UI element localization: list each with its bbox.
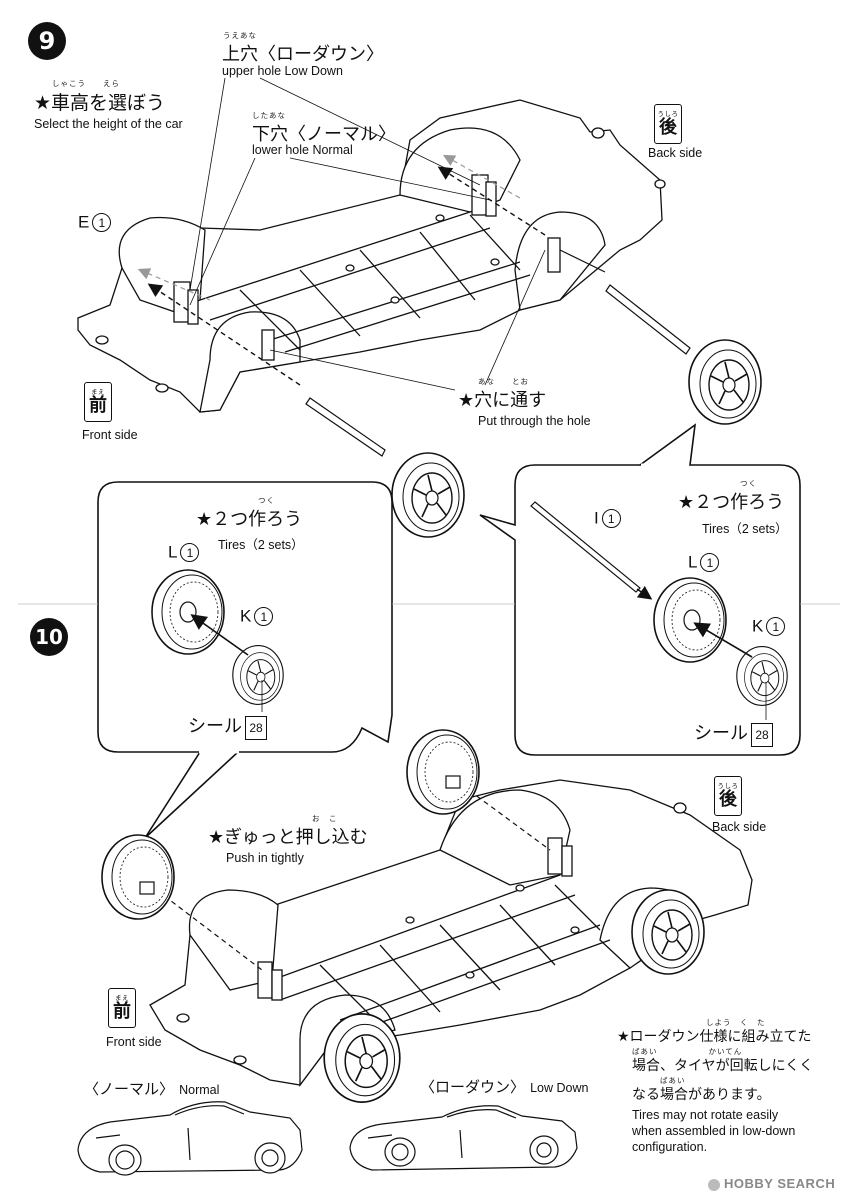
step9-title-en: Select the height of the car — [34, 117, 183, 131]
note-ruby1: しよう く た — [706, 1018, 766, 1027]
part-l-number: 1 — [180, 543, 200, 562]
part-l-number-r: 1 — [700, 553, 720, 572]
step10-rear-left-tire — [406, 729, 480, 815]
watermark-icon — [708, 1178, 720, 1191]
bubble-right-en: Tires（2 sets） — [702, 522, 788, 536]
front-ruby: まえ — [91, 388, 105, 396]
front-kanji: 前 — [89, 395, 107, 416]
step9-title-ruby: しゃこう えら — [52, 79, 120, 88]
seal-label: シール — [188, 716, 242, 737]
normal-en: Normal — [179, 1083, 220, 1097]
note-ruby3: ばあい — [660, 1076, 686, 1085]
step10-front-right-wheel — [323, 1013, 401, 1103]
lower-hole-ruby: したあな — [252, 111, 286, 120]
upper-hole-label: 上穴〈ローダウン〉 — [222, 44, 384, 65]
back-side-en: Back side — [648, 146, 703, 160]
note-en2: when assembled in low-down — [632, 1124, 796, 1138]
part-i-letter: I — [594, 508, 599, 528]
hole-en: Put through the hole — [478, 414, 591, 428]
step10-back-ruby: うしろ — [717, 782, 739, 790]
bubble-right-outline — [479, 464, 801, 756]
part-k-number: 1 — [254, 607, 274, 626]
part-l-letter-r: L — [688, 552, 698, 572]
part-e-letter: E — [78, 212, 90, 232]
bubble-left-outline — [97, 481, 393, 753]
back-side-box: うしろ 後 — [654, 104, 682, 144]
step10-rear-right-wheel — [631, 889, 705, 975]
seal-number: 28 — [245, 715, 267, 740]
part-k-number-r: 1 — [766, 617, 786, 636]
step9-rear-wheel — [688, 339, 762, 425]
back-kanji: 後 — [659, 117, 677, 138]
lower-hole-en: lower hole Normal — [252, 143, 353, 157]
note-en1: Tires may not rotate easily — [632, 1108, 779, 1122]
step10-number: 10 — [30, 618, 68, 656]
bubble-right-tail — [639, 423, 697, 466]
lower-hole-label: 下穴〈ノーマル〉 — [252, 124, 396, 145]
push-label: ★ぎゅっと押し込む — [208, 827, 368, 848]
front-side-box: まえ 前 — [84, 382, 112, 422]
push-en: Push in tightly — [226, 851, 304, 865]
seal-label-r: シール — [694, 723, 748, 744]
step10-back-en: Back side — [712, 820, 767, 834]
normal-label: 〈ノーマル〉 Normal — [84, 1078, 219, 1099]
note-jp3: なる場合があります。 — [632, 1087, 771, 1103]
part-k-letter-r: K — [752, 616, 764, 636]
upper-hole-en: upper hole Low Down — [222, 64, 343, 78]
step10-front-kanji: 前 — [113, 1001, 131, 1022]
step10-front-ruby: まえ — [115, 994, 129, 1002]
lowdown-en: Low Down — [530, 1081, 589, 1095]
step10-back-box: うしろ 後 — [714, 776, 742, 816]
hole-label: ★穴に通す — [458, 390, 547, 411]
lowdown-jp: 〈ローダウン〉 — [420, 1078, 526, 1096]
note-ruby2: ばあい かいてん — [632, 1047, 743, 1056]
step9-front-wheel — [391, 452, 465, 538]
note-jp1: ★ローダウン仕様に組み立てた — [617, 1029, 812, 1045]
lowdown-label: 〈ローダウン〉 Low Down — [420, 1076, 588, 1097]
bubble-left-ruby: つく — [258, 496, 275, 505]
bubble-left-wheel — [232, 645, 284, 705]
part-i-number: 1 — [601, 509, 621, 528]
upper-hole-ruby: うえあな — [223, 31, 257, 40]
bubble-left-title: ★２つ作ろう — [196, 509, 303, 530]
back-ruby: うしろ — [657, 110, 679, 118]
step10-front-box: まえ 前 — [108, 988, 136, 1028]
note-en3: configuration. — [632, 1140, 708, 1154]
step9-title: ★車高を選ぼう — [34, 92, 166, 114]
step9-number: 9 — [28, 22, 66, 60]
bubble-right-ruby: つく — [740, 479, 757, 488]
step10-back-kanji: 後 — [719, 789, 737, 810]
bubble-left-en: Tires（2 sets） — [218, 538, 304, 552]
step10-front-left-tire — [101, 834, 175, 920]
watermark: HOBBY SEARCH — [708, 1176, 835, 1191]
lowdown-car-profile — [349, 1105, 578, 1171]
bubble-right-title: ★２つ作ろう — [678, 492, 785, 513]
step9-arrows — [137, 77, 691, 457]
normal-jp: 〈ノーマル〉 — [84, 1080, 175, 1098]
note-jp2: 場合、タイヤが回転しにくく — [632, 1058, 814, 1074]
watermark-text: HOBBY SEARCH — [724, 1176, 836, 1191]
push-ruby: お こ — [312, 814, 338, 823]
hole-ruby: あな とお — [478, 377, 529, 386]
step9-chassis — [77, 99, 666, 413]
seal-number-r: 28 — [751, 722, 773, 747]
bubble-right-wheel — [736, 646, 788, 706]
step10-front-en: Front side — [106, 1035, 162, 1049]
normal-car-profile — [77, 1101, 303, 1176]
part-k-letter: K — [240, 606, 252, 626]
part-e-number: 1 — [92, 213, 112, 232]
front-side-en: Front side — [82, 428, 138, 442]
part-l-letter: L — [168, 542, 178, 562]
